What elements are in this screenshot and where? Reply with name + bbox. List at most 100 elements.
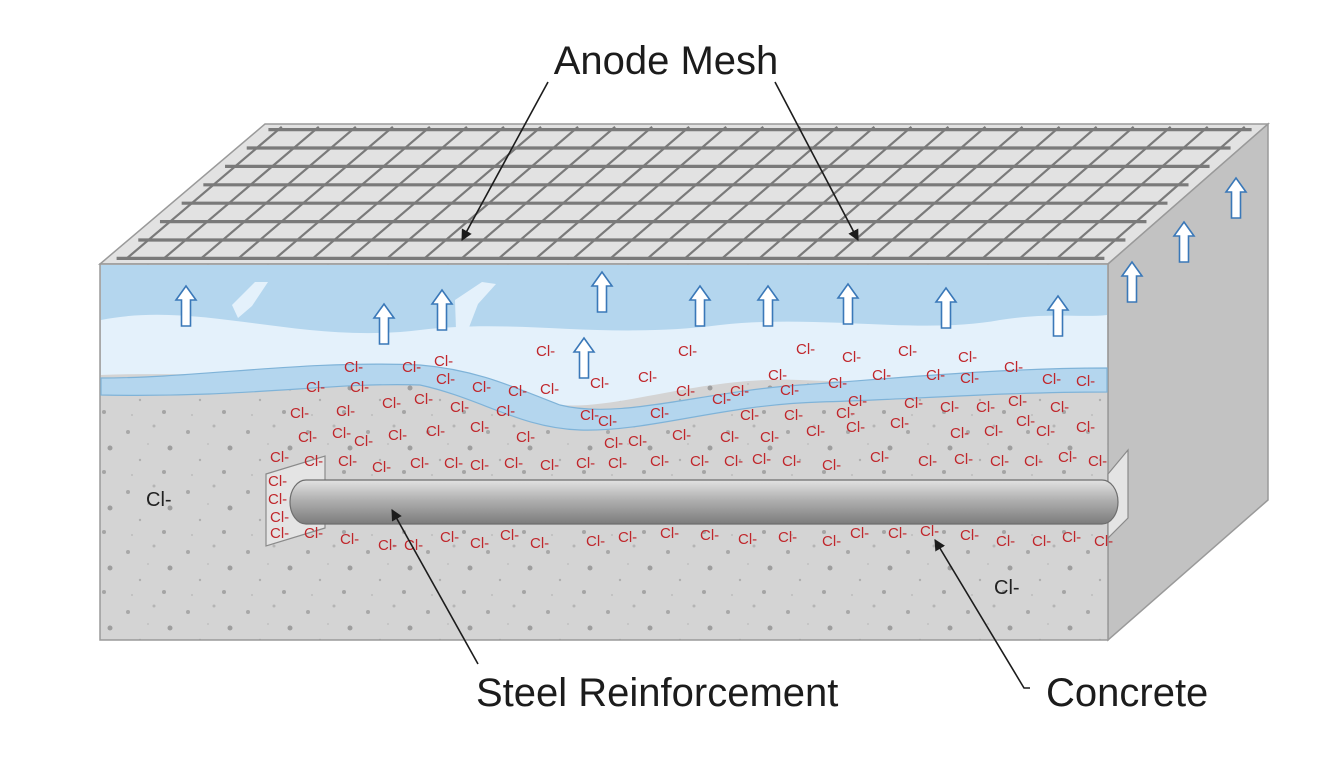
chloride-ion: Cl-	[350, 379, 369, 396]
chloride-ion: Cl-	[822, 533, 841, 550]
label-steel-reinforcement: Steel Reinforcement	[476, 671, 838, 715]
chloride-ion: Cl-	[1076, 419, 1095, 436]
chloride-ion: Cl-	[836, 405, 855, 422]
chloride-ion: Cl-	[298, 429, 317, 446]
chloride-ion: Cl-	[660, 525, 679, 542]
chloride-ion: Cl-	[530, 535, 549, 552]
label-anode-mesh: Anode Mesh	[554, 39, 779, 83]
moisture-arrow	[430, 288, 454, 331]
chloride-ion: Cl-	[976, 399, 995, 416]
chloride-ion: Cl-	[508, 383, 527, 400]
mesh-wire-cross	[274, 125, 431, 260]
chloride-ion: Cl-	[872, 367, 891, 384]
chloride-ion: Cl-	[650, 453, 669, 470]
chloride-ion: Cl-	[540, 381, 559, 398]
mesh-wire-cross	[609, 125, 764, 260]
crack-center	[455, 282, 496, 330]
chloride-ion: Cl-	[996, 533, 1015, 550]
moisture-arrow	[1120, 260, 1144, 303]
chloride-ion: Cl-	[410, 455, 429, 472]
chloride-ion: Cl-	[888, 525, 907, 542]
mesh-wire-cross	[163, 125, 320, 260]
chloride-ion: Cl-	[1088, 453, 1107, 470]
mesh-wire-cross	[981, 125, 1135, 260]
chloride-ion: Cl-	[1076, 373, 1095, 390]
chloride-ion: Cl-	[990, 453, 1009, 470]
chloride-ion: Cl-	[730, 383, 749, 400]
chloride-ion: Cl-	[778, 529, 797, 546]
chloride-ion: Cl-	[712, 391, 731, 408]
mesh-wire-cross	[200, 125, 357, 260]
chloride-ion: Cl-	[768, 367, 787, 384]
moisture-arrow	[1224, 176, 1248, 219]
chloride-ion: Cl-	[780, 382, 799, 399]
chloride-ion: Cl-	[628, 433, 647, 450]
chloride-ion: Cl-	[470, 457, 489, 474]
chloride-ion: Cl-	[638, 369, 657, 386]
chloride-ion: Cl-	[870, 449, 889, 466]
chloride-ion: Cl-	[898, 343, 917, 360]
chloride-ion: Cl-	[336, 403, 355, 420]
chloride-ion: Cl-	[304, 525, 323, 542]
chloride-ion: Cl-	[382, 395, 401, 412]
chloride-ion: Cl-	[904, 395, 923, 412]
chloride-ion: Cl-	[414, 391, 433, 408]
mesh-wire-cross	[460, 125, 616, 260]
moisture-wet-front	[100, 363, 1108, 431]
leader-steel	[391, 509, 479, 665]
moisture-arrow	[934, 286, 958, 329]
chloride-ion: Cl-	[918, 453, 937, 470]
moisture-arrow	[688, 284, 712, 327]
callout-leaders	[391, 81, 1030, 689]
chloride-ion: Cl-	[700, 527, 719, 544]
chloride-ion: Cl-	[504, 455, 523, 472]
chloride-ion: Cl-	[954, 451, 973, 468]
chloride-ion: Cl-	[402, 359, 421, 376]
chloride-ion: Cl-	[344, 359, 363, 376]
mesh-wire-cross	[721, 125, 876, 260]
chloride-ion: Cl-	[784, 407, 803, 424]
chloride-ion: Cl-	[516, 429, 535, 446]
chloride-ion: Cl-	[426, 423, 445, 440]
anode-mesh	[116, 125, 1252, 260]
chloride-ion: Cl-	[576, 455, 595, 472]
chloride-ion: Cl-	[806, 423, 825, 440]
steel-reinforcement	[265, 448, 1129, 547]
chloride-ion: Cl-	[850, 525, 869, 542]
mesh-wire-cross	[684, 125, 839, 260]
chloride-ion: Cl-	[378, 537, 397, 554]
mesh-wire-cross	[944, 125, 1098, 260]
crack-left	[232, 282, 268, 318]
mesh-wire-cross	[349, 125, 505, 260]
chloride-ion: Cl-	[1004, 359, 1023, 376]
moisture-arrow	[1046, 294, 1070, 337]
moisture-arrow	[572, 336, 596, 379]
chloride-ion: Cl-	[1008, 393, 1027, 410]
chloride-ion: Cl-	[1036, 423, 1055, 440]
chloride-ion-left: Cl-	[146, 489, 172, 511]
mesh-wire-cross	[535, 125, 690, 260]
chloride-ion: Cl-	[650, 405, 669, 422]
mesh-wire-cross	[833, 125, 987, 260]
chloride-ion: Cl-	[450, 399, 469, 416]
chloride-ion: Cl-	[1050, 399, 1069, 416]
chloride-ion: Cl-	[540, 457, 559, 474]
chloride-ion: Cl-	[268, 473, 287, 490]
chloride-ion: Cl-	[436, 371, 455, 388]
mesh-wire-cross	[126, 125, 283, 260]
chloride-ion: Cl-	[846, 419, 865, 436]
chloride-ion: Cl-	[586, 533, 605, 550]
chloride-ion: Cl-	[920, 523, 939, 540]
moisture-light-layer	[101, 314, 1107, 406]
mesh-wire-cross	[907, 125, 1061, 260]
chloride-ion: Cl-	[500, 527, 519, 544]
chloride-ion: Cl-	[434, 353, 453, 370]
moisture-arrows	[174, 176, 1248, 379]
chloride-ion: Cl-	[496, 403, 515, 420]
chloride-ion: Cl-	[536, 343, 555, 360]
chloride-ion: Cl-	[1024, 453, 1043, 470]
mesh-wire-cross	[423, 125, 579, 260]
chloride-ion: Cl-	[822, 457, 841, 474]
